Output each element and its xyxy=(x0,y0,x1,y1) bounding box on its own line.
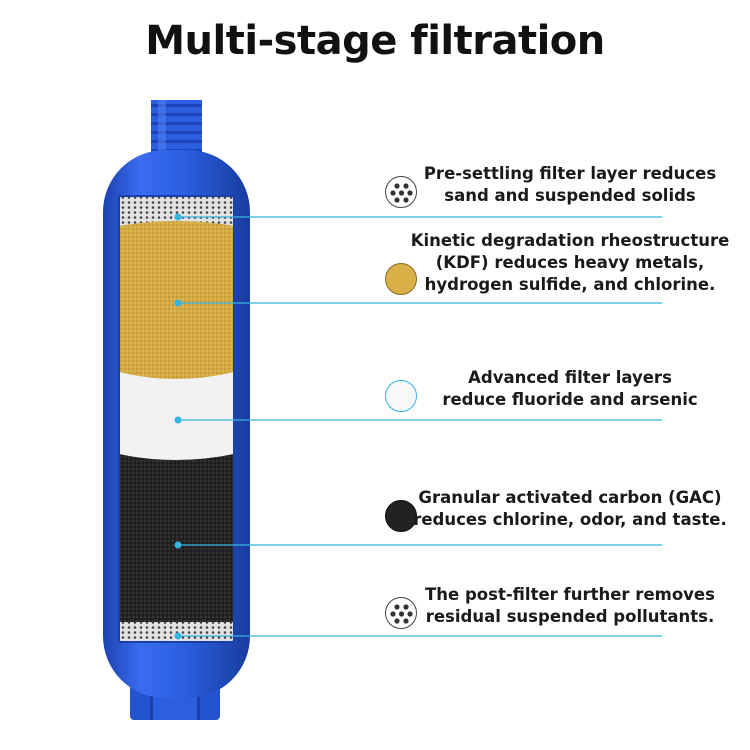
layer-label-line: Kinetic degradation rheostructure xyxy=(410,231,730,250)
layer-label-post-filter: The post-filter further removes residual … xyxy=(410,584,730,628)
gold-granules-icon xyxy=(385,263,417,295)
layer-label-advanced: Advanced filter layers reduce fluoride an… xyxy=(410,367,730,411)
layer-label-line: sand and suspended solids xyxy=(444,186,696,205)
layer-label-line: Pre-settling filter layer reduces xyxy=(423,164,717,183)
layer-label-line: reduce fluoride and arsenic xyxy=(442,390,698,409)
pre-settling-layer xyxy=(119,196,234,226)
dotted-mesh-icon xyxy=(385,176,417,208)
dotted-mesh-icon xyxy=(385,597,417,629)
layer-label-line: hydrogen sulfide, and chlorine. xyxy=(424,275,716,294)
advanced-filter-layer xyxy=(119,372,234,460)
page-title: Multi-stage filtration xyxy=(145,18,605,64)
callout-dot-kdf xyxy=(174,299,182,307)
layer-label-pre-settling: Pre-settling filter layer reduces sand an… xyxy=(410,163,730,207)
carbon-layer xyxy=(119,454,234,622)
callout-lines xyxy=(174,213,662,640)
callout-dot-post-filter xyxy=(174,632,182,640)
layer-label-line: Advanced filter layers xyxy=(468,368,672,387)
callout-dot-advanced xyxy=(174,416,182,424)
layer-label-kdf: Kinetic degradation rheostructure (KDF) r… xyxy=(410,230,730,296)
post-filter-layer xyxy=(119,622,234,642)
layer-label-line: (KDF) reduces heavy metals, xyxy=(435,253,705,272)
layer-label-line: residual suspended pollutants. xyxy=(425,607,715,626)
callout-dot-pre-settling xyxy=(174,213,182,221)
layer-label-line: Granular activated carbon (GAC) xyxy=(418,488,722,507)
layer-label-gac: Granular activated carbon (GAC) reduces c… xyxy=(410,487,730,531)
black-carbon-icon xyxy=(385,500,417,532)
layer-label-line: reduces chlorine, odor, and taste. xyxy=(413,510,727,529)
top-threaded-connector xyxy=(151,100,202,158)
callout-dot-gac xyxy=(174,541,182,549)
white-layer-icon xyxy=(385,380,417,412)
layer-label-line: The post-filter further removes xyxy=(425,585,715,604)
